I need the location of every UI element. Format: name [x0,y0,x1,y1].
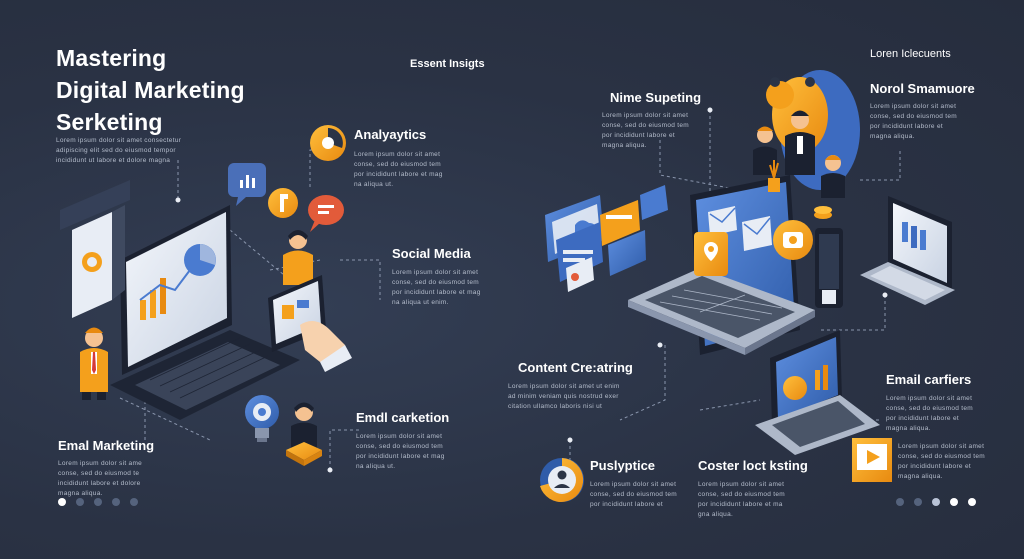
settings-badge-icon [773,220,813,260]
bottom-person [286,402,322,466]
page-dot-1[interactable] [58,498,66,506]
title-line-3: Serketing [56,109,163,136]
left-person [80,327,108,400]
bottom-right-laptop [755,330,880,455]
page-dot-3[interactable] [94,498,102,506]
phone-device [815,228,843,308]
page-dot-3[interactable] [932,498,940,506]
page-title: Mastering Digital Marketing Serketing [56,42,245,139]
floating-windows [545,185,668,292]
coster-loct-heading: Coster loct ksting [698,458,808,473]
team-group [753,70,860,219]
chat-bubble-icon [308,195,344,232]
email-marketing-heading: Emal Marketing [58,438,155,453]
page-dot-2[interactable] [76,498,84,506]
page-dot-5[interactable] [130,498,138,506]
video-icon [852,438,892,482]
title-line-2: Digital Marketing [56,77,245,104]
analytics-heading: Analyaytics [354,127,427,142]
social-bubble-icon [268,188,298,218]
page-dot-1[interactable] [896,498,904,506]
user-pie-icon [540,458,584,502]
left-monitor [110,205,300,420]
left-side-panel [60,180,130,318]
nime-supeting-heading: Nime Supeting [610,90,702,105]
top-center-label: Essent Insigts [410,58,485,70]
location-badge-icon [694,232,728,276]
pagination-left [58,498,138,506]
intro-text: Lorem ipsum dolor sit amet consectetur a… [56,137,182,165]
tablet-with-hand [268,275,352,372]
lightbulb-icon [245,395,279,442]
social-media-heading: Social Media [392,246,471,261]
norol-smamuore-heading: Norol Smamuore [870,81,975,96]
analytics-bubble-icon [228,163,266,206]
title-line-1: Mastering [56,45,167,71]
puslyptice-heading: Puslyptice [590,458,656,473]
page-dot-5[interactable] [968,498,976,506]
top-right-label: Loren Iclecuents [870,48,951,60]
analytics-circle-icon [310,125,346,161]
email-carfiers-heading: Email carfiers [886,372,972,387]
pagination-right [896,498,976,506]
center-person [283,230,313,285]
center-laptop [628,175,815,355]
right-laptop [860,196,955,305]
email-carketion-heading: Emdl carketion [356,410,450,425]
content-creating-heading: Content Cre:atring [518,360,633,375]
page-dot-2[interactable] [914,498,922,506]
page-dot-4[interactable] [950,498,958,506]
page-dot-4[interactable] [112,498,120,506]
